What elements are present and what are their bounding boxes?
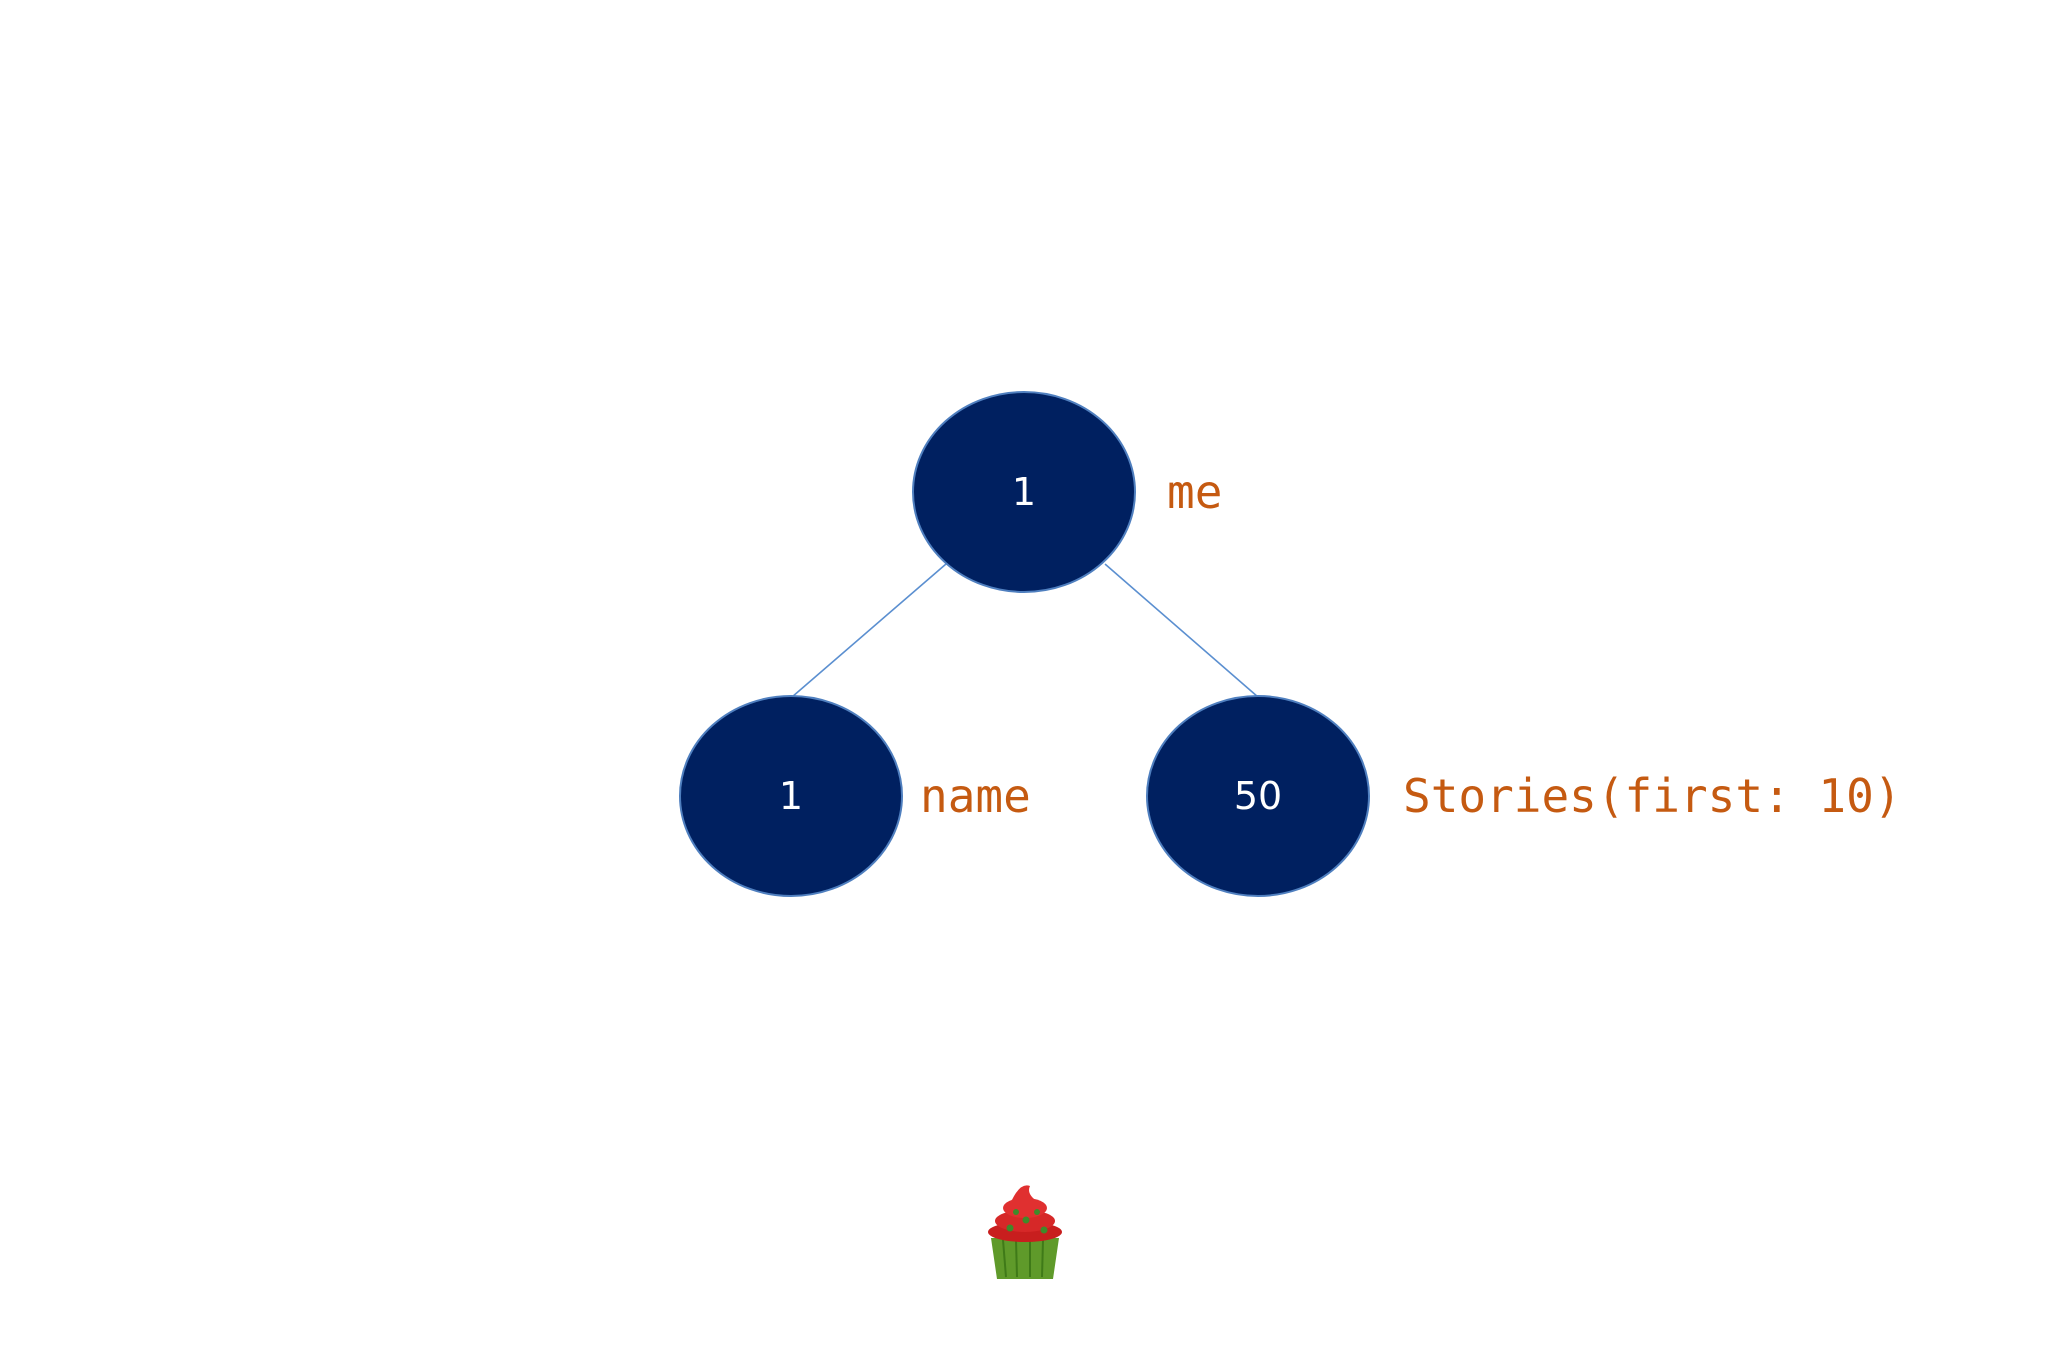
edge-root-to-name <box>791 563 947 698</box>
node-stories: 50 <box>1146 695 1370 897</box>
node-name-label: name <box>920 769 1031 823</box>
node-root-circle <box>912 391 1136 593</box>
node-root-label: me <box>1167 465 1222 519</box>
edge-root-to-stories <box>1104 563 1259 698</box>
node-name-value: 1 <box>779 774 803 818</box>
node-stories-label: Stories(first: 10) <box>1403 769 1902 823</box>
node-stories-circle <box>1146 695 1370 897</box>
node-root-value: 1 <box>1012 470 1036 514</box>
node-root: 1 <box>912 391 1136 593</box>
node-name-circle <box>679 695 903 897</box>
node-stories-value: 50 <box>1234 774 1282 818</box>
cupcake-icon <box>988 1185 1062 1279</box>
node-name: 1 <box>679 695 903 897</box>
